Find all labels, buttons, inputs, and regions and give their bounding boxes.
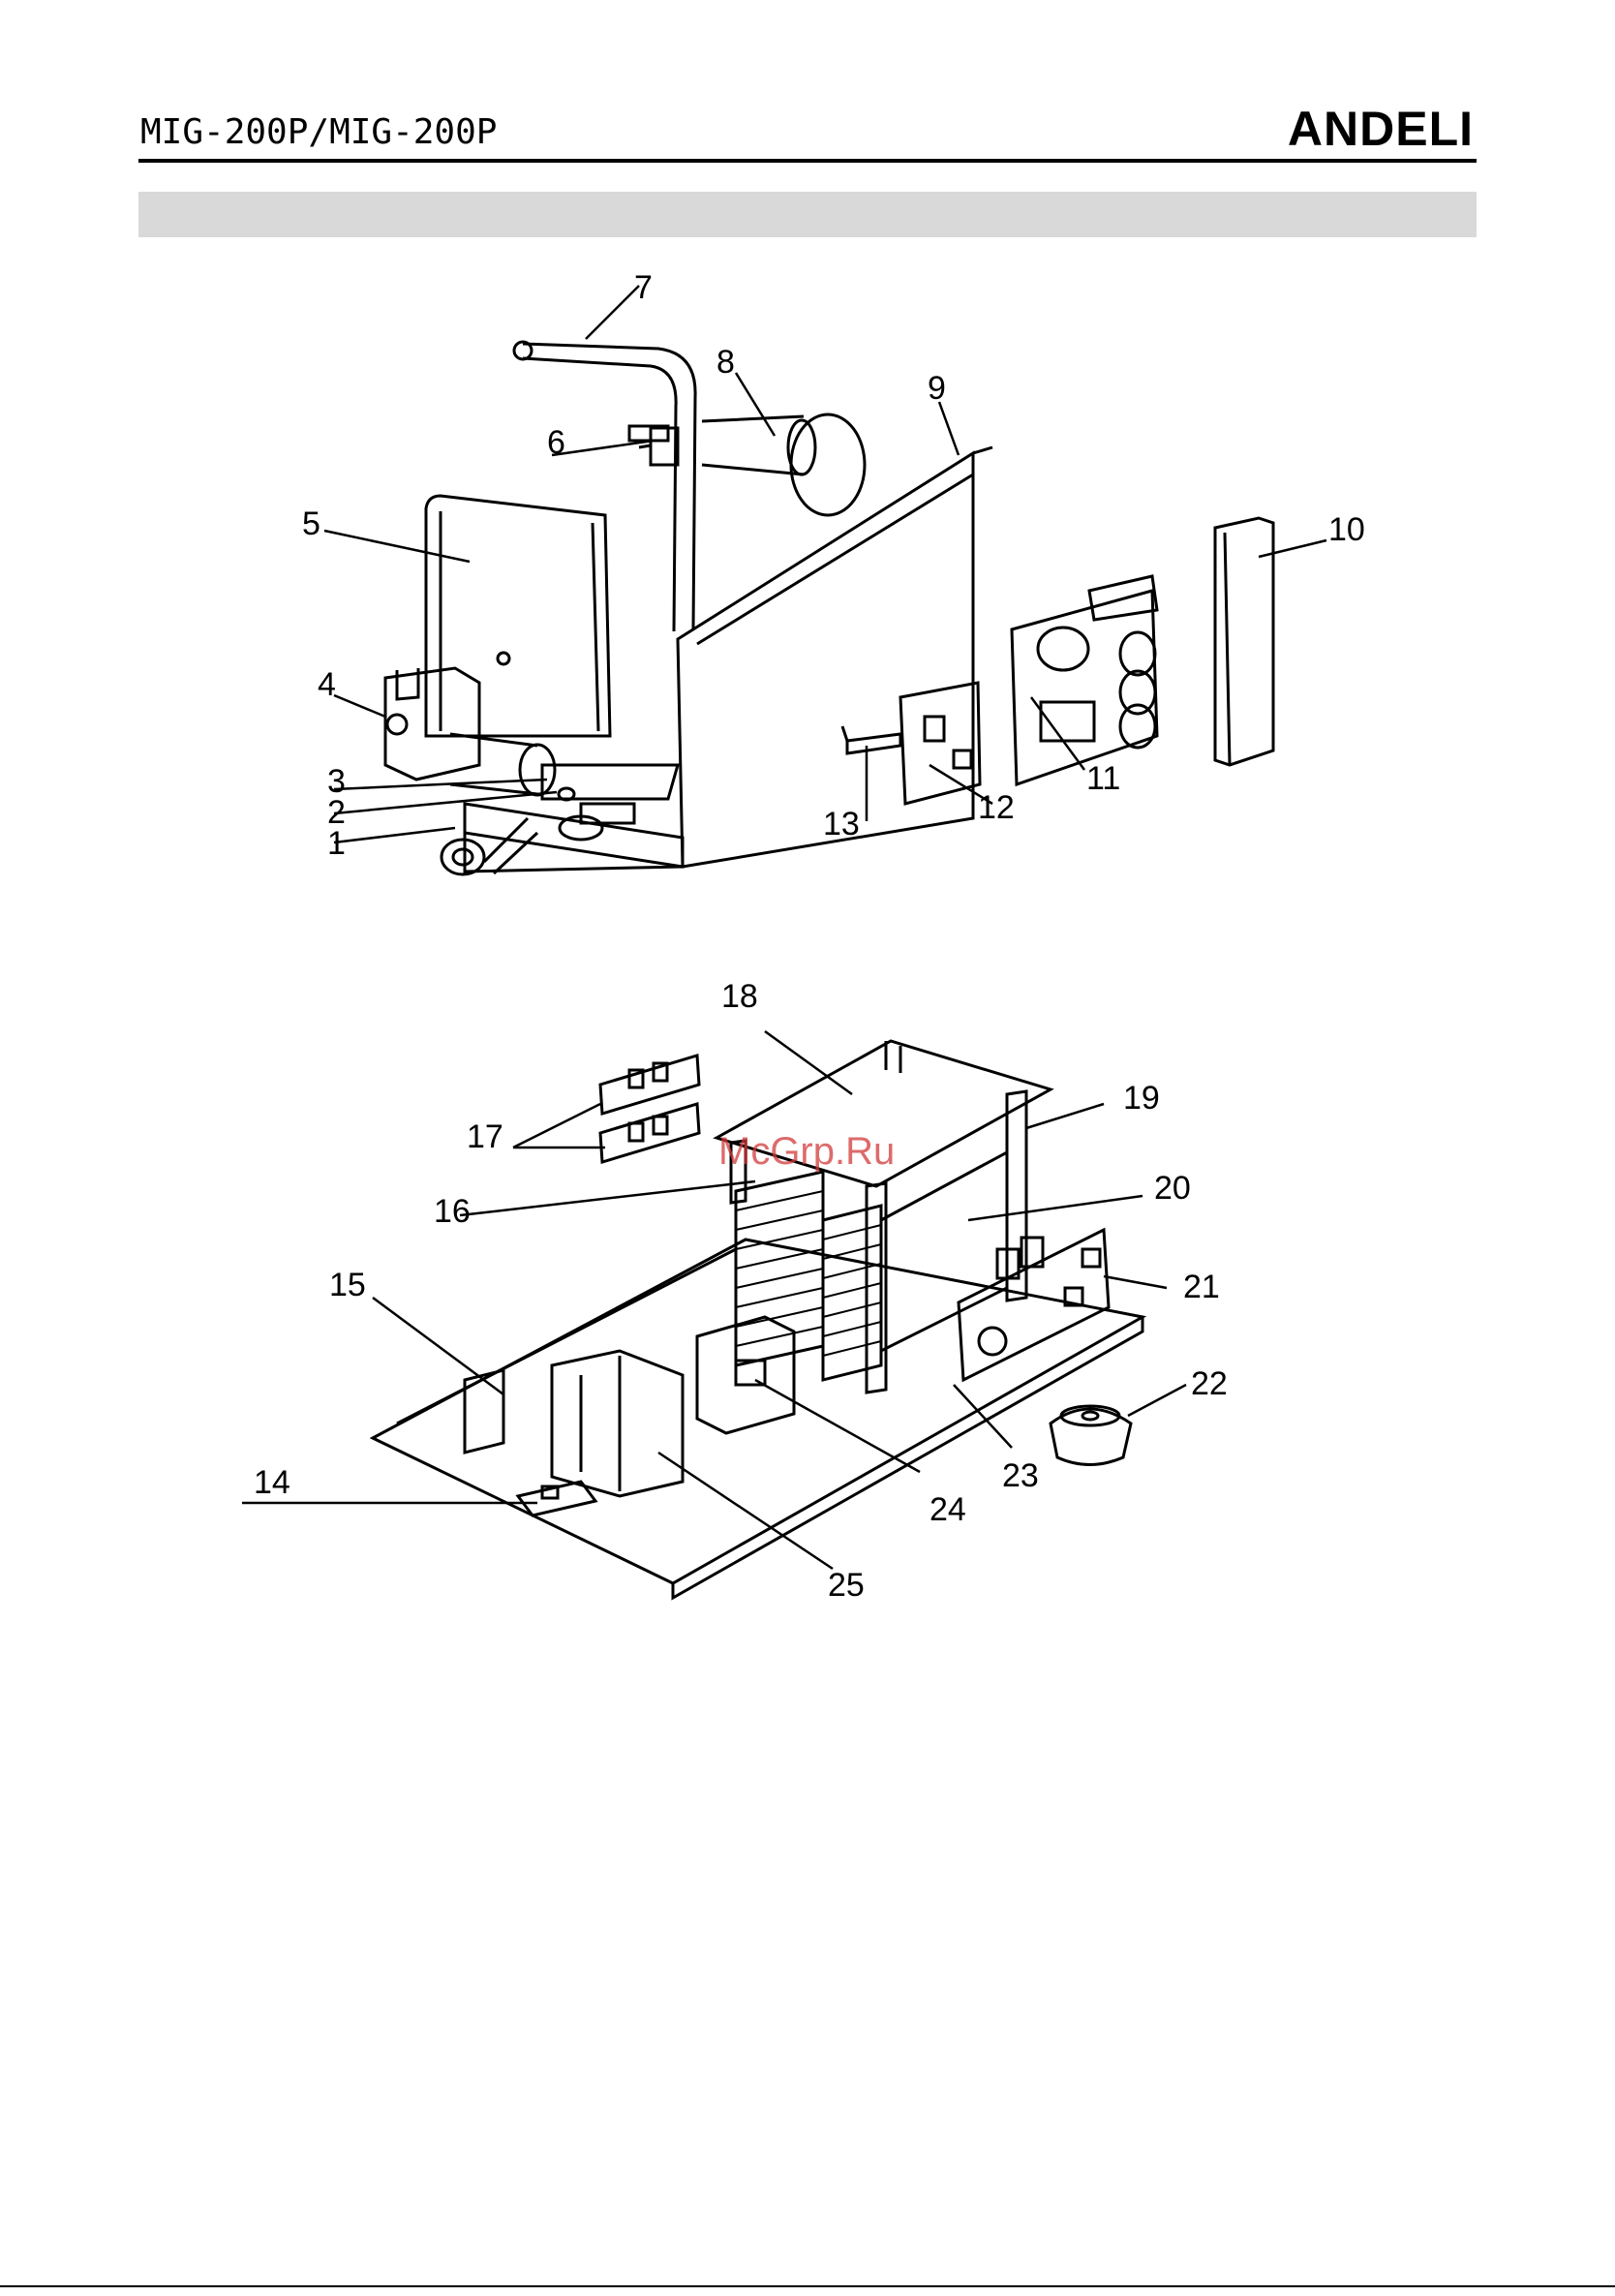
capacitor <box>1038 628 1088 670</box>
support-post <box>867 1183 886 1393</box>
torch-fitting <box>484 818 537 873</box>
callout-17: 17 <box>467 1118 503 1155</box>
front-panel-hole <box>498 653 509 664</box>
callout-13: 13 <box>823 806 860 842</box>
callout-24: 24 <box>929 1491 966 1528</box>
upper-pcb-post <box>886 1041 900 1073</box>
front-panel-inner <box>441 511 598 731</box>
spool-disc <box>791 414 865 515</box>
motor-cylinder-end <box>520 745 555 795</box>
base-floor <box>465 804 683 867</box>
leader-lines <box>242 286 1326 1569</box>
callout-9: 9 <box>928 370 946 407</box>
base-plate-lip <box>397 1249 736 1424</box>
choke <box>697 1317 794 1433</box>
callout-22: 22 <box>1191 1365 1228 1402</box>
callout-14: 14 <box>254 1464 290 1501</box>
control-chip <box>925 717 944 741</box>
callout-15: 15 <box>329 1267 366 1303</box>
gas-valve <box>639 428 678 465</box>
torch-fitting-end-inner <box>453 849 472 865</box>
control-board <box>900 683 980 804</box>
igbt-board-bottom <box>600 1104 699 1162</box>
handle <box>523 344 695 631</box>
main-transformer <box>552 1351 683 1496</box>
torch-fitting-end <box>442 840 484 874</box>
callout-3: 3 <box>327 763 346 800</box>
rubber-foot-hole <box>1082 1412 1098 1420</box>
panel-flange <box>973 447 992 453</box>
igbt-chip <box>654 1117 667 1134</box>
callout-23: 23 <box>1002 1457 1039 1494</box>
front-panel <box>426 496 610 736</box>
power-board <box>1012 591 1157 784</box>
heat-sink-edge <box>1225 533 1230 765</box>
capacitor <box>1120 671 1155 714</box>
igbt-chip <box>629 1123 643 1141</box>
bracket-plate <box>542 765 678 799</box>
panel-top-edge <box>697 475 973 644</box>
connector-block-knob <box>387 715 407 734</box>
mount-bracket <box>842 726 900 753</box>
driver-board <box>881 1152 1007 1351</box>
callout-16: 16 <box>434 1193 471 1230</box>
main-transformer-core <box>581 1356 620 1491</box>
callout-11: 11 <box>1086 760 1120 797</box>
relay <box>1082 1249 1100 1267</box>
footer-rule <box>0 2285 1615 2287</box>
callout-6: 6 <box>547 424 565 461</box>
callout-20: 20 <box>1154 1170 1191 1207</box>
rectifier <box>465 1370 503 1453</box>
upper-assembly <box>385 342 1273 874</box>
pcb-capacitor <box>979 1328 1006 1355</box>
control-chip <box>954 750 971 768</box>
callout-25: 25 <box>828 1567 865 1604</box>
fin-lines-right <box>823 1225 881 1356</box>
callout-7: 7 <box>634 269 653 306</box>
callout-19: 19 <box>1123 1080 1160 1117</box>
igbt-board-top <box>600 1056 699 1114</box>
callout-5: 5 <box>302 505 320 542</box>
callout-12: 12 <box>978 789 1015 826</box>
callout-10: 10 <box>1328 511 1365 548</box>
capacitor <box>1120 632 1155 675</box>
connector-block <box>385 668 479 780</box>
watermark: McGrp.Ru <box>718 1130 895 1173</box>
callout-4: 4 <box>318 666 336 703</box>
callout-21: 21 <box>1183 1269 1220 1305</box>
callout-18: 18 <box>721 978 758 1015</box>
bracket-slot <box>581 804 634 823</box>
callout-8: 8 <box>716 344 735 381</box>
